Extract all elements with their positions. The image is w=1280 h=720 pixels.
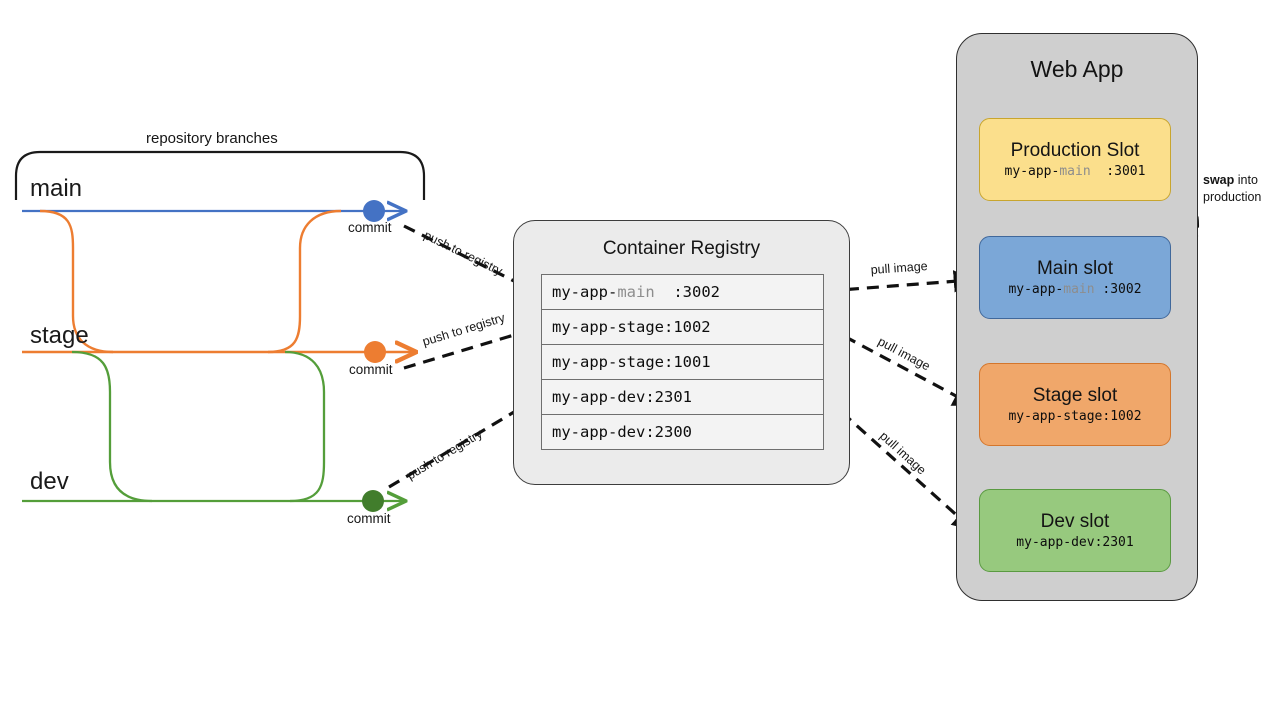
registry-row[interactable]: my-app-dev:2300 xyxy=(542,415,823,450)
branch-label-stage: stage xyxy=(30,322,89,349)
branch-label-main: main xyxy=(30,175,83,202)
stage-branch-curve-in xyxy=(267,209,342,354)
registry-image-name-0: my-app- xyxy=(552,283,618,301)
push-arrow-main xyxy=(403,224,538,294)
registry-image-tag-0: :3002 xyxy=(654,283,720,301)
registry-image-name-3: my-app-dev:2301 xyxy=(552,388,692,406)
push-label-dev: push to registry xyxy=(404,426,485,482)
slot-stage-title: Stage slot xyxy=(1032,384,1118,406)
commit-dot-dev xyxy=(362,490,384,512)
repository-bracket-label: repository branches xyxy=(146,130,278,147)
push-arrow-stage xyxy=(403,323,538,370)
swap-label-bold: swap xyxy=(1203,173,1235,187)
pull-arrow-stage xyxy=(826,325,975,406)
pull-label-main: pull image xyxy=(870,259,928,277)
push-arrow-dev xyxy=(388,398,538,489)
slot-dev-title: Dev slot xyxy=(1040,510,1110,532)
registry-image-branch-0: main xyxy=(617,283,655,301)
web-app-title: Web App xyxy=(1030,56,1124,82)
commit-dot-stage xyxy=(364,341,386,363)
swap-label-rest: into production xyxy=(1203,173,1262,204)
pull-arrow-dev xyxy=(825,397,974,531)
slot-main[interactable]: Main slot my-app-main :3002 xyxy=(979,236,1171,319)
commit-label-main: commit xyxy=(348,220,392,235)
push-label-main: push to registry xyxy=(422,228,506,278)
slot-main-tag: my-app-main :3002 xyxy=(1008,282,1142,298)
pull-arrow-main xyxy=(826,270,975,293)
slot-stage-tag: my-app-stage:1002 xyxy=(1008,409,1142,425)
slot-dev-tag: my-app-dev:2301 xyxy=(1016,535,1134,551)
commit-label-stage: commit xyxy=(349,362,393,377)
slot-stage[interactable]: Stage slot my-app-stage:1002 xyxy=(979,363,1171,446)
container-registry-image-list: my-app-main :3002 my-app-stage:1002 my-a… xyxy=(541,274,824,450)
slot-production-tag: my-app-main :3001 xyxy=(1004,164,1146,180)
registry-image-name-4: my-app-dev:2300 xyxy=(552,423,692,441)
registry-row[interactable]: my-app-dev:2301 xyxy=(542,380,823,415)
registry-image-name-2: my-app-stage:1001 xyxy=(552,353,711,371)
repository-bracket xyxy=(14,150,426,200)
container-registry-title: Container Registry xyxy=(602,238,761,259)
registry-row[interactable]: my-app-stage:1002 xyxy=(542,310,823,345)
commit-dot-main xyxy=(363,200,385,222)
stage-branch-curve-out xyxy=(39,209,114,354)
commit-label-dev: commit xyxy=(347,511,391,526)
pull-label-dev: pull image xyxy=(877,429,929,478)
branch-label-dev: dev xyxy=(30,468,69,495)
slot-production[interactable]: Production Slot my-app-main :3001 xyxy=(979,118,1171,201)
registry-row[interactable]: my-app-stage:1001 xyxy=(542,345,823,380)
slot-dev[interactable]: Dev slot my-app-dev:2301 xyxy=(979,489,1171,572)
slot-production-title: Production Slot xyxy=(1010,139,1140,161)
registry-image-name-1: my-app-stage:1002 xyxy=(552,318,711,336)
slot-main-title: Main slot xyxy=(1036,257,1114,279)
registry-row[interactable]: my-app-main :3002 xyxy=(542,275,823,310)
dev-branch-curve-in xyxy=(284,350,326,503)
dev-branch-curve-out xyxy=(71,350,153,503)
push-label-stage: push to registry xyxy=(421,310,508,349)
swap-into-production-label: swap into production xyxy=(1203,172,1277,205)
